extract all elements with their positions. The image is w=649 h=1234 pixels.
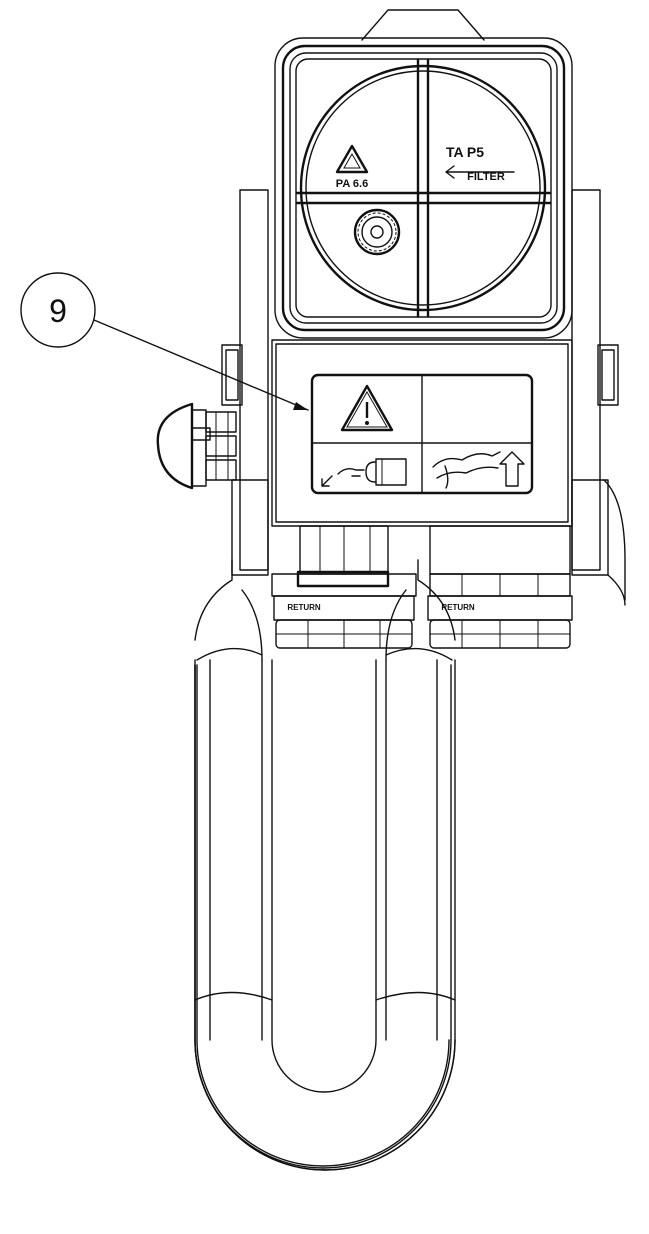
hose-label-right: RETURN (441, 603, 475, 612)
brand-arrow-icon (445, 165, 515, 179)
date-stamp-icon (353, 208, 401, 256)
filter-cap: PA 6.6 TA P5 FILTER (274, 9, 573, 339)
pressure-code: TA P5 (446, 144, 484, 160)
u-hose (194, 647, 456, 1171)
side-bracket-right (571, 189, 626, 606)
material-code: PA 6.6 (336, 178, 368, 190)
brand-mark: FILTER (467, 171, 505, 183)
u-hose-outer (194, 559, 456, 661)
callout-9 (20, 272, 309, 411)
side-bracket-left (221, 189, 269, 576)
fitting-right (427, 525, 573, 649)
adjustment-knob (156, 402, 237, 490)
cap-removal-icon (321, 458, 407, 487)
callout-number: 9 (49, 293, 67, 329)
warning-label (310, 373, 534, 495)
hand-lift-icon (432, 451, 525, 489)
recycle-icon (335, 144, 369, 174)
filter-body (271, 339, 573, 527)
warning-triangle-icon (340, 384, 394, 432)
fitting-left (271, 525, 417, 649)
hose-label-left: RETURN (287, 603, 321, 612)
